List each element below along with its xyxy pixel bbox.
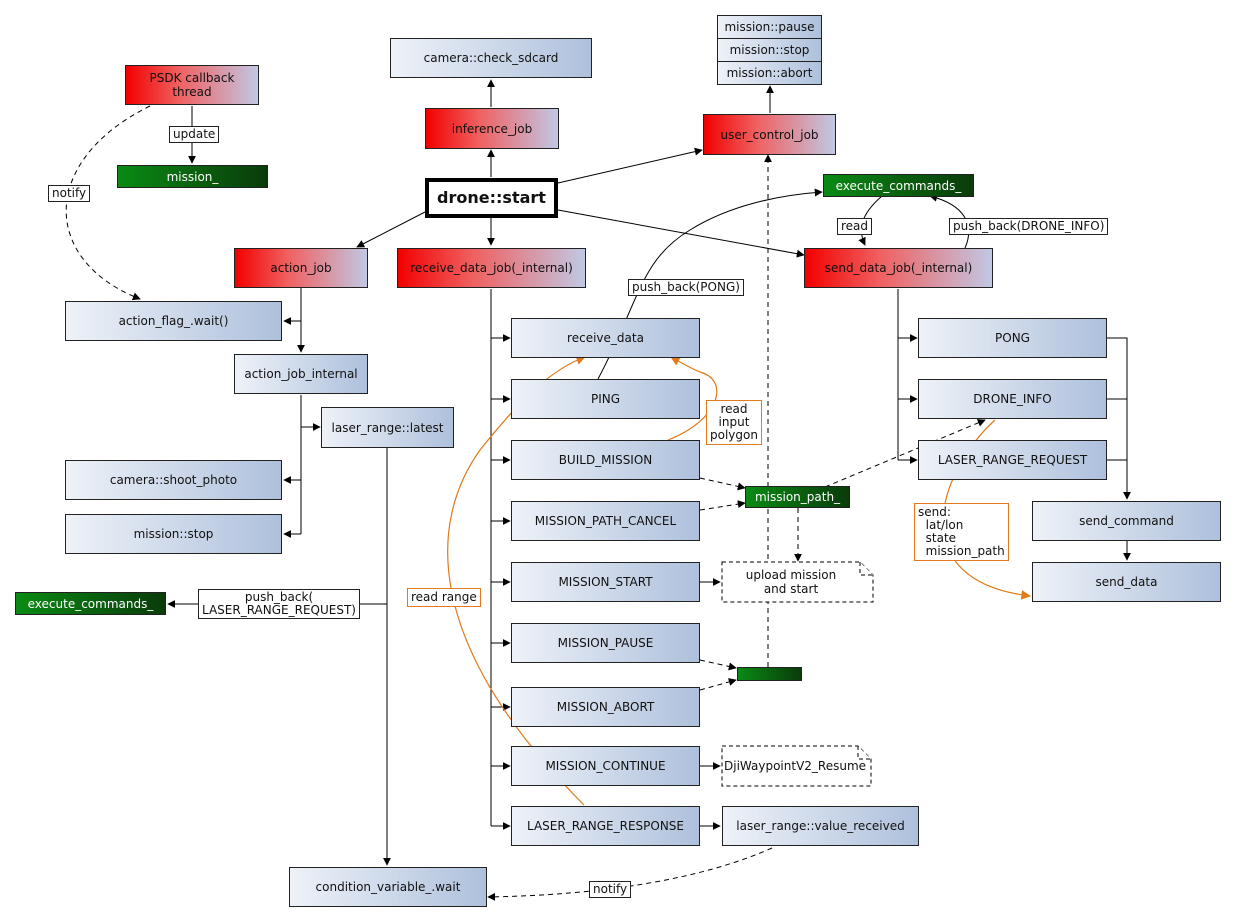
mission-control-flag-node — [737, 667, 802, 681]
laser-range-latest-node: laser_range::latest — [321, 407, 454, 448]
mission-stop-left-node: mission::stop — [65, 514, 282, 554]
execute-commands-left-node: execute_commands_ — [15, 592, 166, 615]
receive-data-node: receive_data — [511, 318, 700, 358]
laser-range-response-node: LASER_RANGE_RESPONSE — [511, 806, 700, 846]
label-read-input-polygon: read input polygon — [706, 400, 762, 445]
camera-shoot-photo-node: camera::shoot_photo — [65, 460, 282, 500]
label-read: read — [837, 218, 873, 235]
drone-info-node: DRONE_INFO — [918, 379, 1107, 419]
edge-right-collector — [1107, 337, 1131, 500]
action-job-node: action_job — [234, 248, 368, 288]
camera-check-sdcard-node: camera::check_sdcard — [390, 38, 592, 78]
send-data-node: send_data — [1032, 562, 1221, 602]
mission-pause-node: mission::pause — [717, 15, 822, 39]
mission-stop-top-node: mission::stop — [717, 38, 822, 62]
drone-start-node: drone::start — [425, 178, 558, 218]
pong-node: PONG — [918, 318, 1107, 358]
inference-job-node: inference_job — [425, 108, 559, 149]
note-dji-resume-shape — [721, 745, 872, 787]
edge-build-path — [699, 477, 746, 491]
label-send-info: send: lat/lon state mission_path — [914, 503, 1009, 561]
note-dji-resume: DjiWaypointV2_Resume — [724, 759, 867, 773]
psdk-callback-node: PSDK callback thread — [125, 65, 259, 105]
condition-variable-wait-node: condition_variable_.wait — [289, 867, 487, 907]
edge-cancel-path — [699, 500, 746, 511]
label-read-range: read range — [407, 588, 481, 607]
action-flag-wait-node: action_flag_.wait() — [65, 301, 282, 341]
mission-path-cancel-node: MISSION_PATH_CANCEL — [511, 501, 700, 541]
execute-commands-top-node: execute_commands_ — [823, 174, 974, 197]
label-push-back-drone-info: push_back(DRONE_INFO) — [949, 218, 1109, 235]
edge-read-input-polygon — [667, 356, 718, 441]
note-dji-resume-fold — [857, 746, 871, 760]
note-upload-mission-shape — [721, 561, 874, 603]
edge-start-user-control — [557, 147, 703, 184]
edge-start-action — [356, 211, 426, 248]
mission-abort-node: mission::abort — [717, 61, 822, 85]
edge-psdk-notify — [65, 105, 151, 301]
edge-send-pushback-info — [929, 193, 970, 249]
send-data-job-node: send_data_job(_internal) — [804, 248, 993, 288]
label-push-back-laser: push_back( LASER_RANGE_REQUEST) — [198, 589, 360, 619]
label-push-back-pong: push_back(PONG) — [628, 279, 744, 296]
mission-abort-msg-node: MISSION_ABORT — [511, 687, 700, 727]
laser-range-value-received-node: laser_range::value_received — [722, 806, 919, 846]
label-update: update — [169, 126, 220, 143]
mission-pause-msg-node: MISSION_PAUSE — [511, 623, 700, 663]
label-notify-left: notify — [48, 185, 91, 202]
mission-path-node: mission_path_ — [745, 486, 850, 508]
label-notify-bottom: notify — [589, 881, 632, 898]
edge-abort-green — [699, 678, 737, 691]
user-control-job-node: user_control_job — [703, 114, 836, 155]
laser-range-request-node: LASER_RANGE_REQUEST — [918, 440, 1107, 480]
receive-data-job-node: receive_data_job(_internal) — [397, 248, 586, 288]
send-command-node: send_command — [1032, 501, 1221, 541]
action-job-internal-node: action_job_internal — [234, 354, 368, 394]
edge-pause-green — [699, 659, 737, 671]
edge-notify-bottom — [487, 847, 773, 901]
edge-path-droneinfo — [824, 419, 986, 488]
edge-start-send — [557, 209, 805, 258]
ping-node: PING — [511, 379, 700, 419]
mission-state-node: mission_ — [117, 165, 268, 188]
mission-continue-node: MISSION_CONTINUE — [511, 746, 700, 786]
note-upload-mission-fold — [859, 562, 873, 576]
note-upload-mission: upload mission and start — [745, 568, 837, 596]
mission-start-node: MISSION_START — [511, 562, 700, 602]
build-mission-node: BUILD_MISSION — [511, 440, 700, 480]
